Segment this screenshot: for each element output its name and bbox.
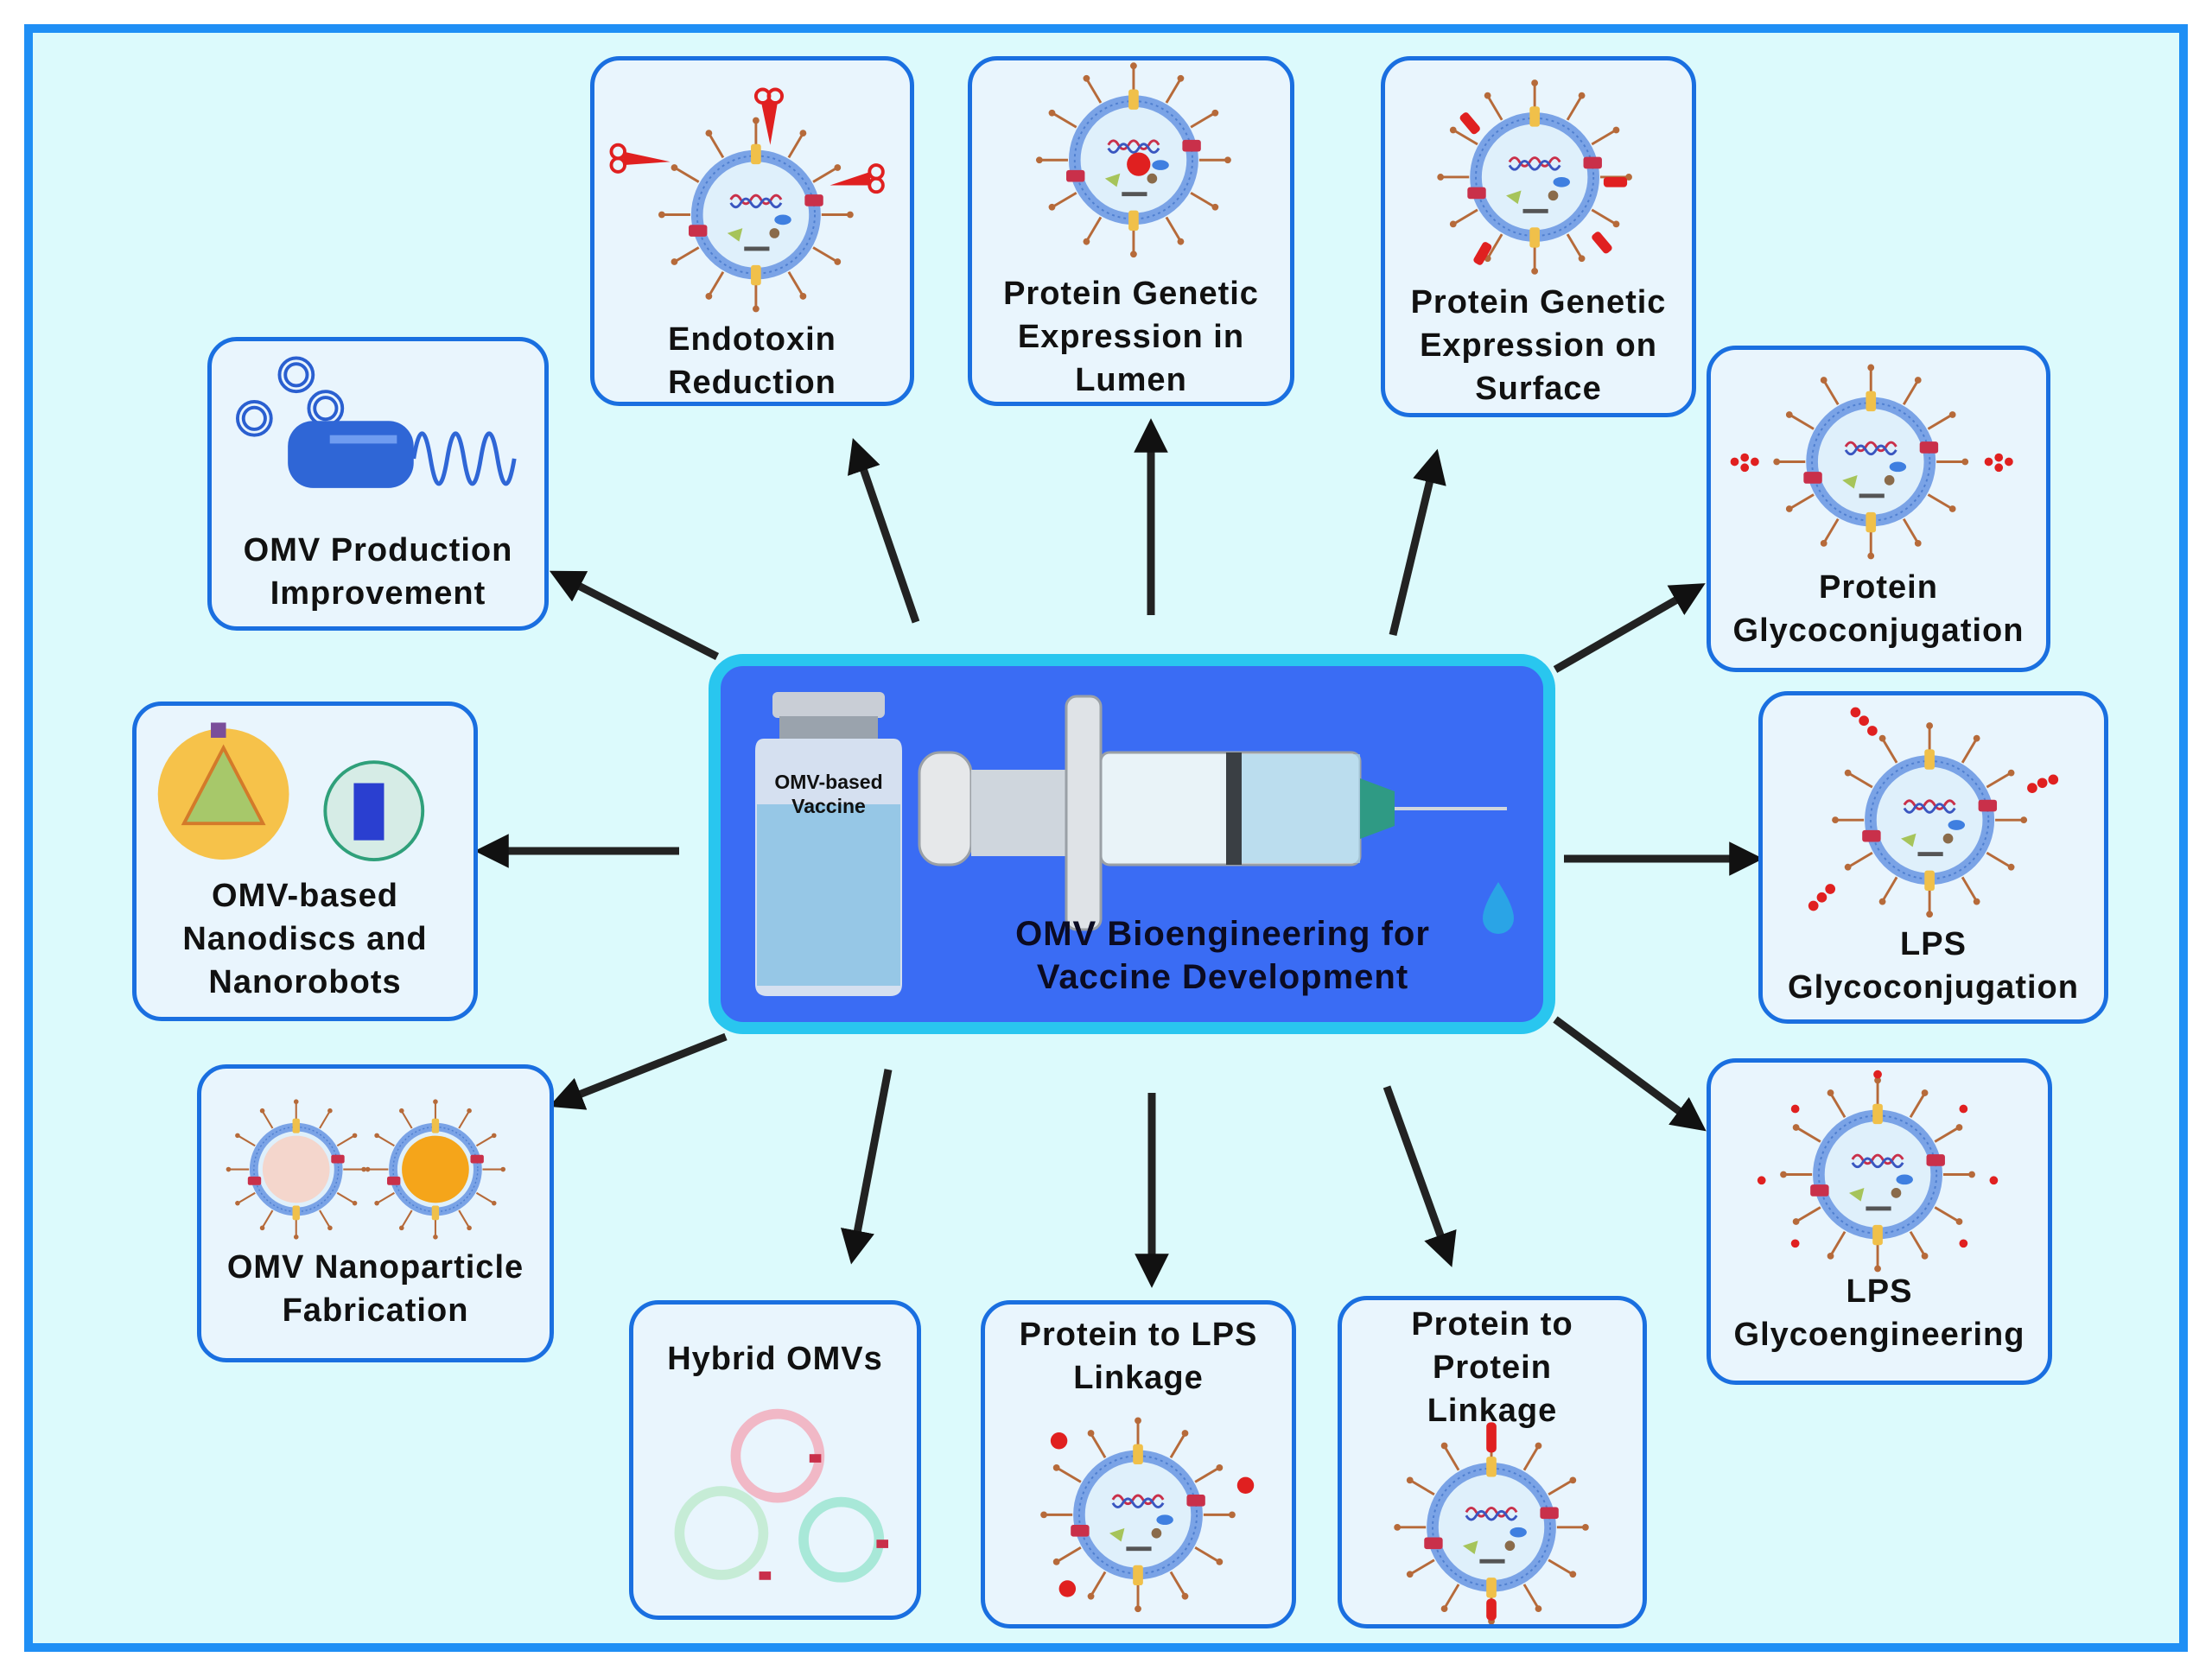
omv-vesicle-icon — [1394, 1430, 1589, 1624]
card-label: Endotoxin Reduction — [668, 321, 836, 401]
center-panel: OMV-based Vaccine OMV Bioengineering for… — [709, 654, 1555, 1034]
omv-vesicle-icon — [1832, 722, 2027, 917]
card-omv-production[interactable]: OMV Production Improvement — [207, 337, 549, 631]
vial-label: OMV-based Vaccine — [774, 771, 883, 817]
card-lps-glycoconjugation[interactable]: LPS Glycoconjugation — [1758, 691, 2108, 1024]
scissors-icon — [609, 87, 885, 194]
glycan-chain-icon — [1808, 707, 2059, 911]
card-label: Protein to Protein Linkage — [1411, 1306, 1573, 1429]
card-lumen-expression[interactable]: Protein Genetic Expression in Lumen — [968, 56, 1294, 406]
syringe-icon — [918, 695, 1507, 931]
card-hybrid-omvs[interactable]: Hybrid OMVs — [629, 1300, 921, 1620]
linked-protein-icon — [1050, 1432, 1255, 1597]
card-label: Protein Genetic Expression in Lumen — [1003, 276, 1259, 398]
card-nanodiscs-nanorobots[interactable]: OMV-based Nanodiscs and Nanorobots — [132, 702, 478, 1021]
nanoparticle-omv-icon — [226, 1099, 505, 1239]
card-endotoxin-reduction[interactable]: Endotoxin Reduction — [590, 56, 914, 406]
card-label: OMV Nanoparticle Fabrication — [226, 1249, 524, 1329]
glycan-chain-icon — [1757, 1070, 1999, 1248]
card-label: Protein Glycoconjugation — [1732, 569, 2024, 649]
card-nanoparticle-fabrication[interactable]: OMV Nanoparticle Fabrication — [197, 1064, 554, 1362]
nanodisc-icon — [157, 722, 289, 860]
card-surface-expression[interactable]: Protein Genetic Expression on Surface — [1381, 56, 1696, 417]
vaccine-vial-icon — [755, 692, 902, 996]
omv-vesicle-icon — [1780, 1077, 1975, 1273]
card-protein-lps-linkage[interactable]: Protein to LPS Linkage — [981, 1300, 1296, 1628]
omv-vesicle-icon — [1773, 365, 1968, 560]
card-lps-glycoengineering[interactable]: LPS Glycoengineering — [1707, 1058, 2052, 1385]
bioreactor-icon — [235, 356, 517, 488]
card-protein-protein-linkage[interactable]: Protein to Protein Linkage — [1338, 1296, 1647, 1628]
card-protein-glycoconjugation[interactable]: Protein Glycoconjugation — [1707, 346, 2050, 672]
card-label: LPS Glycoengineering — [1733, 1273, 2025, 1353]
surface-protein-icon — [1459, 112, 1628, 265]
card-label: Protein Genetic Expression on Surface — [1410, 284, 1667, 407]
omv-vesicle-icon — [658, 117, 854, 313]
center-title: OMV Bioengineering for Vaccine Developme… — [1015, 915, 1430, 996]
card-label: LPS Glycoconjugation — [1788, 926, 2079, 1006]
nanorobot-icon — [323, 760, 425, 861]
card-label: OMV-based Nanodiscs and Nanorobots — [182, 878, 428, 1000]
card-label: OMV Production Improvement — [243, 532, 513, 612]
linked-protein-icon — [1486, 1422, 1497, 1621]
hybrid-omv-icon — [674, 1408, 885, 1583]
glycan-chain-icon — [1730, 453, 2013, 473]
lumen-protein-icon — [1127, 152, 1151, 176]
droplet-icon — [1483, 882, 1514, 934]
card-label: Protein to LPS Linkage — [1019, 1317, 1258, 1396]
card-label: Hybrid OMVs — [667, 1341, 883, 1377]
